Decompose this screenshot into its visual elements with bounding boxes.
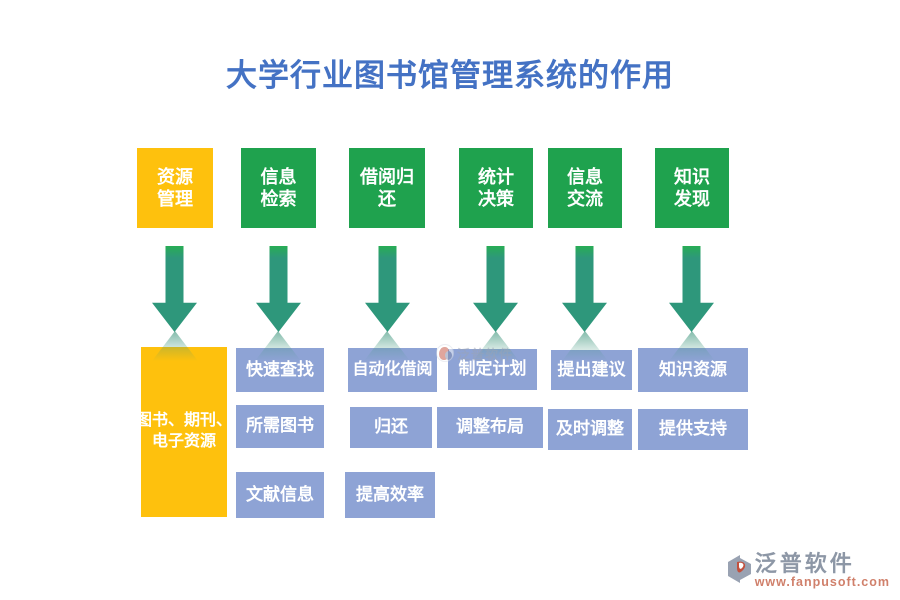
header-box-statistics-decision: 统计 决策 [459,148,533,228]
header-box-info-retrieval: 信息 检索 [241,148,316,228]
arrow-reflection [364,331,410,361]
down-arrow-icon [365,246,410,332]
detail-box-timely-adjust: 及时调整 [548,409,632,450]
arrow-reflection [669,331,715,361]
arrow-reflection [562,331,608,361]
page-title: 大学行业图书馆管理系统的作用 [226,58,674,93]
footer-brand-text: 泛普软件 www.fanpusoft.com [755,552,890,589]
footer-brand: 泛普软件 www.fanpusoft.com [727,552,890,589]
header-box-knowledge-discovery: 知识 发现 [655,148,729,228]
detail-box-adjust-layout: 调整布局 [437,407,543,448]
brand-name: 泛普软件 [754,550,855,576]
detail-box-needed-books: 所需图书 [236,405,324,448]
fanpusoft-logo-icon [436,344,454,362]
down-arrow-icon [473,246,518,332]
detail-box-improve-efficiency: 提高效率 [345,472,435,518]
header-box-resource-management: 资源 管理 [137,148,213,228]
arrow-reflection [152,331,198,361]
header-box-borrow-return: 借阅归 还 [349,148,425,228]
down-arrow-icon [152,246,197,332]
down-arrow-icon [562,246,607,332]
center-watermark: 泛普软件 [436,344,513,363]
detail-box-provide-support: 提供支持 [638,409,748,450]
watermark-brand: 泛普软件 [457,347,514,362]
detail-box-resources: 图书、期刊、 电子资源 [136,347,232,517]
detail-box-return: 归还 [350,407,432,448]
down-arrow-icon [256,246,301,332]
detail-box-literature-info: 文献信息 [236,472,324,518]
brand-website: www.fanpusoft.com [754,575,890,589]
arrow-reflection [255,331,301,361]
detail-box-label: 图书、期刊、 电子资源 [135,412,232,450]
fanpusoft-logo-icon [727,554,751,583]
down-arrow-icon [669,246,714,332]
header-box-info-exchange: 信息 交流 [548,148,622,228]
